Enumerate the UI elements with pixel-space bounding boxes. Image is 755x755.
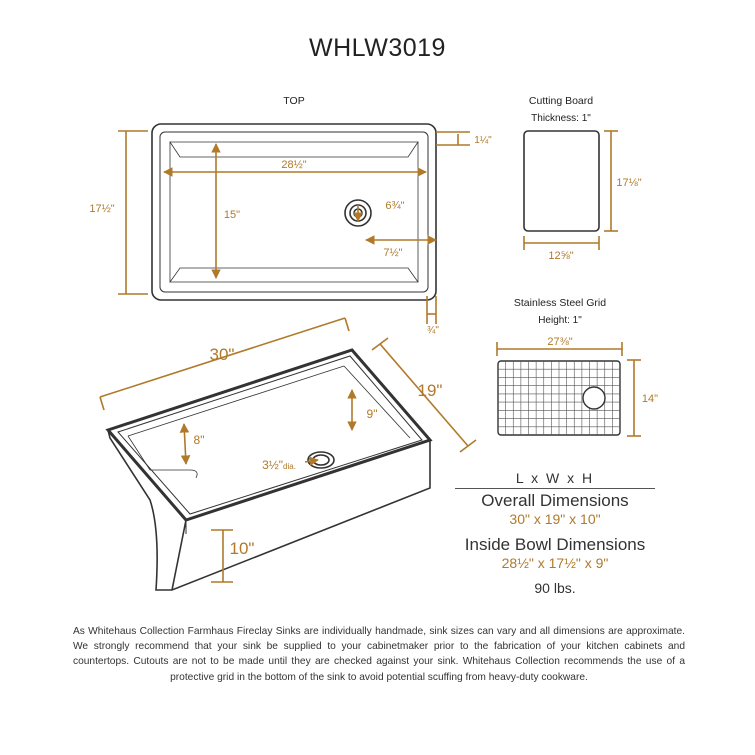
- disclaimer-text: As Whitehaus Collection Farmhaus Firecla…: [73, 626, 685, 683]
- top-width-label: 15": [224, 209, 240, 221]
- top-view-outline: [151, 123, 437, 301]
- steel-grid-drawing: [497, 360, 621, 436]
- iso-length-label: 30": [210, 345, 235, 364]
- inside-bowl-value: 28½" x 17½" x 9": [501, 555, 609, 571]
- drain-back-label: 7½": [383, 247, 402, 259]
- inside-bowl-title: Inside Bowl Dimensions: [464, 535, 646, 554]
- cutting-board-width: 12⅝": [548, 250, 573, 262]
- summary-divider: [455, 488, 655, 489]
- lip-label: ¾": [427, 325, 439, 336]
- cutting-board-label: Cutting Board: [529, 95, 593, 107]
- sink-diagram: TOP 17½" 28½" 15" 6¾" 7½" 1¼" ¾" Cutting…: [89, 95, 658, 591]
- grid-label: Stainless Steel Grid: [514, 297, 606, 309]
- drain-side-label: 6¾": [385, 200, 404, 212]
- cutting-board-dimensions: [523, 130, 618, 250]
- cutting-board-length: 17⅛": [616, 177, 641, 189]
- top-depth-label: 17½": [89, 203, 114, 215]
- grid-length: 27⅜": [547, 336, 572, 348]
- bowl-depth-front-label: 8": [194, 433, 205, 447]
- cutting-board-thickness: Thickness: 1": [531, 113, 591, 124]
- iso-width-label: 19": [418, 381, 443, 400]
- dimension-key: L x W x H: [515, 470, 595, 486]
- overall-dimensions-title: Overall Dimensions: [481, 491, 629, 510]
- apron-height-label: 10": [230, 539, 255, 558]
- model-title: WHLW3019: [309, 34, 446, 62]
- iso-sink-outline: [105, 348, 433, 591]
- cutting-board-outline: [523, 130, 600, 232]
- rim-label: 1¼": [474, 134, 492, 146]
- grid-width: 14": [642, 393, 658, 405]
- bowl-depth-back-label: 9": [367, 407, 378, 421]
- top-view-label: TOP: [283, 95, 304, 107]
- drain-size-label: 3½"dia.: [262, 458, 296, 472]
- grid-dimensions: [496, 342, 641, 437]
- top-length-label: 28½": [281, 159, 306, 171]
- iso-dimensions: [99, 317, 477, 583]
- overall-dimensions-value: 30" x 19" x 10": [509, 511, 601, 527]
- grid-height: Height: 1": [538, 315, 582, 326]
- top-view-dimensions: [118, 130, 470, 324]
- weight: 90 lbs.: [534, 580, 576, 596]
